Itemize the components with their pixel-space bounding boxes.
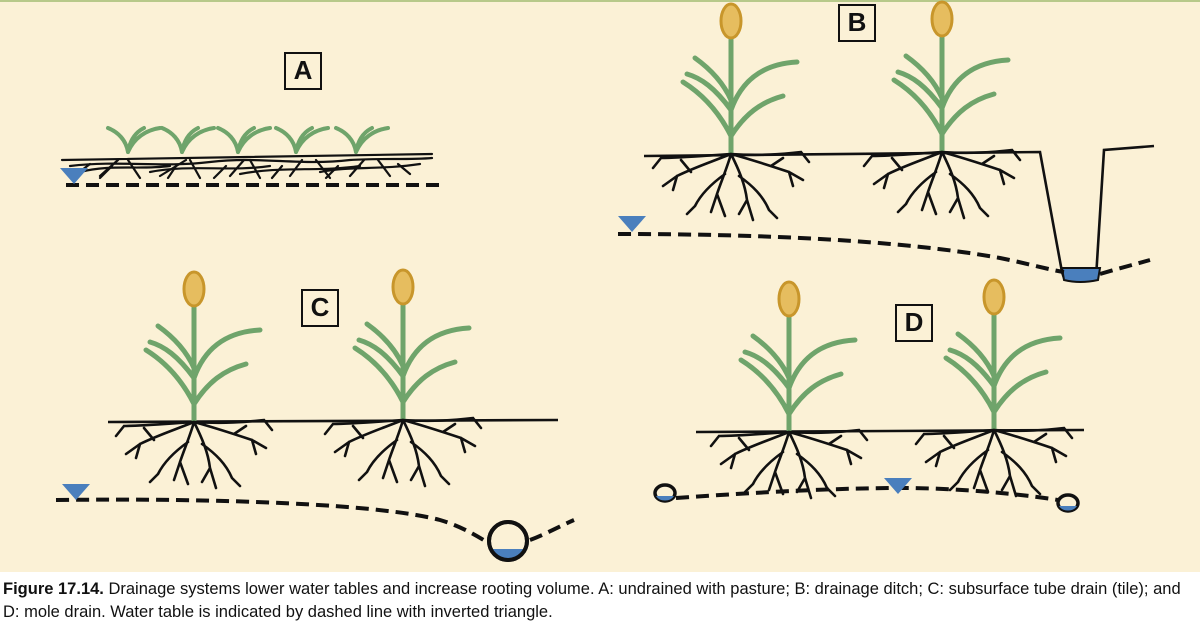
root-system: [862, 148, 1022, 220]
grass-plant-icon: [146, 272, 260, 422]
ground-surface-c: [107, 418, 559, 424]
grass-plant-icon: [741, 282, 855, 432]
inverted-triangle-icon: [884, 478, 912, 494]
grass-plant-icon: [894, 2, 1008, 152]
caption-text: Drainage systems lower water tables and …: [3, 580, 1181, 621]
panel-d: [653, 280, 1085, 513]
drainage-diagram: [55, 0, 1155, 562]
root-system: [651, 150, 811, 222]
inverted-triangle-icon: [60, 168, 88, 184]
panel-c: [55, 270, 575, 562]
panel-label-d: D: [895, 304, 933, 342]
panel-label-c: C: [301, 289, 339, 327]
mole-drain-icon: [653, 483, 677, 503]
grass-plant-icon: [355, 270, 469, 420]
caption-lead: Figure 17.14.: [3, 580, 104, 598]
panel-a: [60, 126, 444, 187]
grass-plant-icon: [683, 4, 797, 154]
water-table-d: [675, 485, 1059, 502]
water-table-c: [55, 497, 575, 546]
water-table-b: [617, 232, 1151, 276]
ditch-water: [1060, 267, 1102, 283]
panel-label-b: B: [838, 4, 876, 42]
root-system: [114, 418, 274, 490]
figure-caption: Figure 17.14. Drainage systems lower wat…: [3, 578, 1193, 624]
mole-drain-icon: [1056, 493, 1080, 513]
root-system: [914, 426, 1074, 498]
panel-b: [617, 2, 1155, 283]
panel-label-a: A: [284, 52, 322, 90]
tube-drain-icon: [487, 520, 529, 562]
root-system: [323, 416, 483, 488]
inverted-triangle-icon: [618, 216, 646, 232]
pasture-root-mat: [60, 152, 434, 180]
grass-plant-icon: [946, 280, 1060, 430]
inverted-triangle-icon: [62, 484, 90, 500]
pasture-grass: [106, 126, 390, 154]
